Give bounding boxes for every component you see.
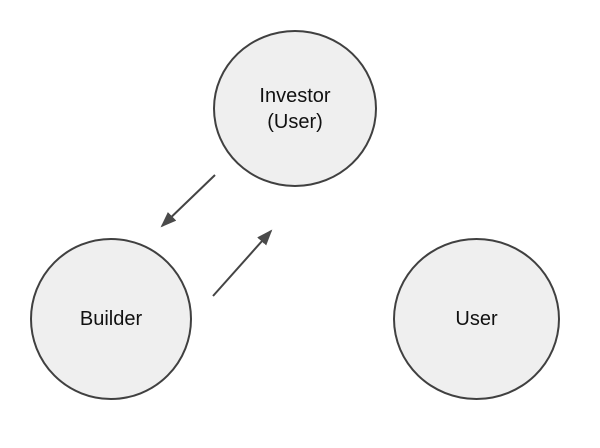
arrow-investor-to-builder <box>160 174 216 228</box>
arrow-builder-to-investor <box>212 229 273 297</box>
node-investor-label-line2: (User) <box>267 110 323 133</box>
node-builder: Builder <box>30 238 192 400</box>
node-investor: Investor (User) <box>213 30 377 187</box>
node-user-label: User <box>455 308 498 330</box>
node-user: User <box>393 238 560 400</box>
node-builder-label: Builder <box>79 308 143 330</box>
node-investor-label-line1: Investor <box>259 84 331 107</box>
